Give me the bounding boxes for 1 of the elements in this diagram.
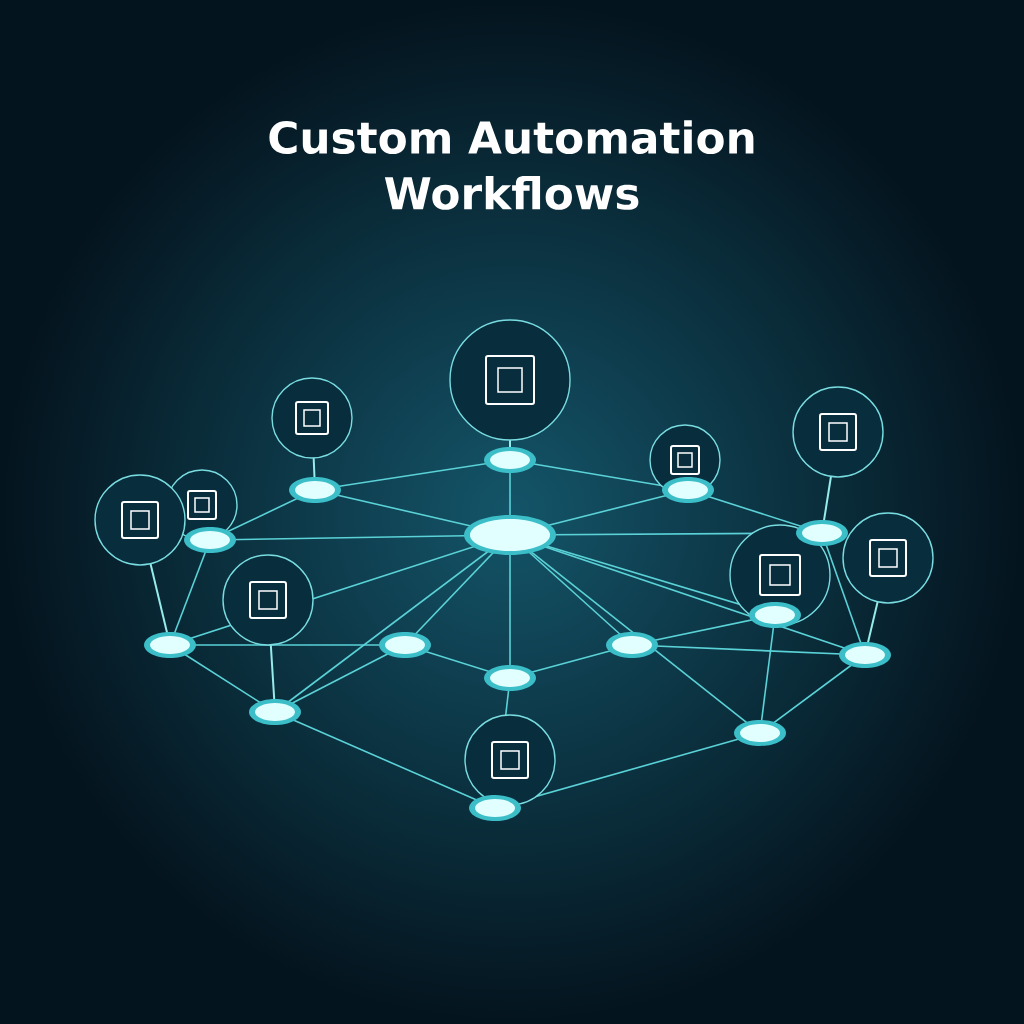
title: Custom Automation Workflows [269, 120, 754, 210]
